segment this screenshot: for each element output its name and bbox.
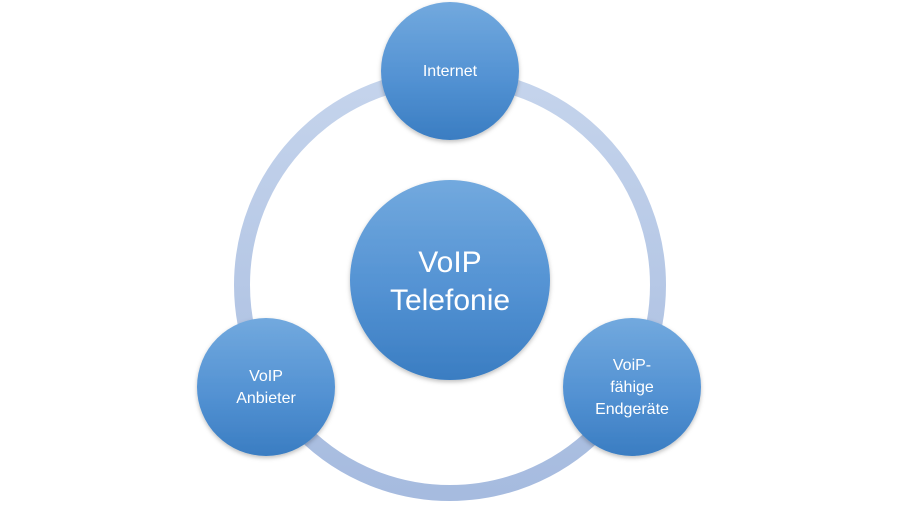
endgeraete-label-line-2: fähige bbox=[610, 379, 654, 396]
center-label-line-2: Telefonie bbox=[390, 284, 510, 317]
anbieter-label-line-2: Anbieter bbox=[236, 390, 296, 407]
anbieter-label-line-1: VoIP bbox=[249, 368, 283, 385]
endgeraete-circle bbox=[563, 318, 701, 456]
node-voip-anbieter: VoIP Anbieter bbox=[197, 318, 335, 456]
internet-label: Internet bbox=[423, 63, 478, 80]
node-endgeraete: VoiP- fähige Endgeräte bbox=[563, 318, 701, 456]
endgeraete-label-line-3: Endgeräte bbox=[595, 401, 669, 418]
node-internet: Internet bbox=[381, 2, 519, 140]
anbieter-circle bbox=[197, 318, 335, 456]
endgeraete-label-line-1: VoiP- bbox=[613, 357, 651, 374]
center-label-line-1: VoIP bbox=[418, 246, 481, 279]
center-node: VoIP Telefonie bbox=[350, 180, 550, 380]
center-circle bbox=[350, 180, 550, 380]
internet-circle bbox=[381, 2, 519, 140]
